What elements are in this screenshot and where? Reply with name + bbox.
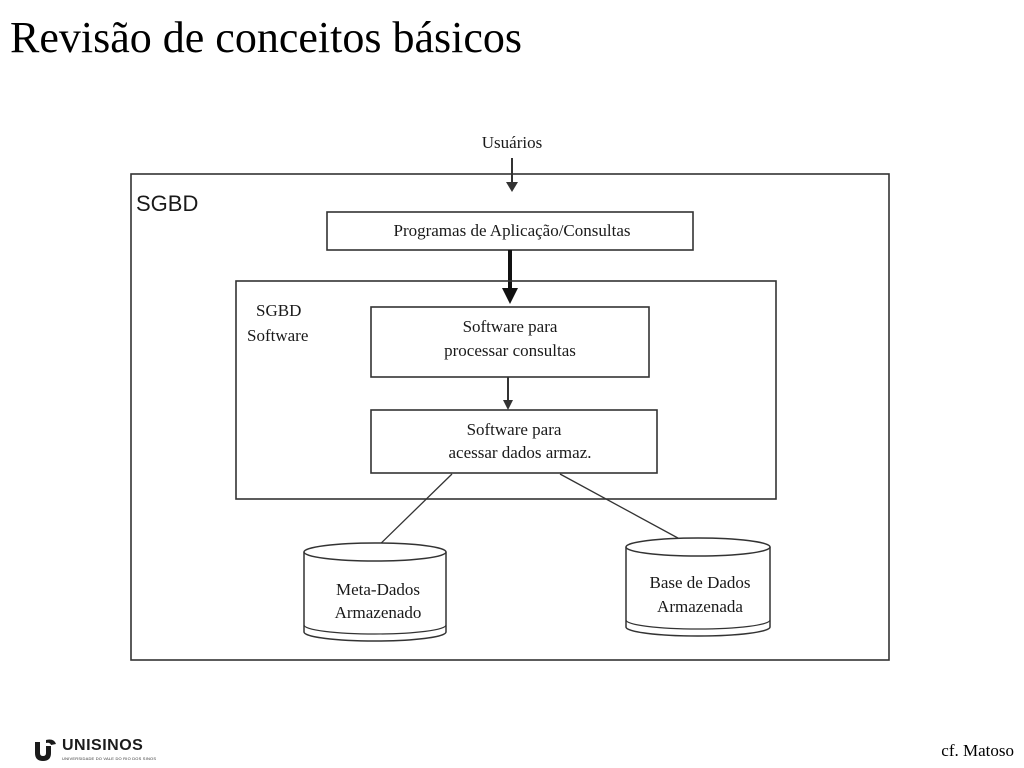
database-store-line1: Base de Dados <box>649 573 750 592</box>
query-processing-line2: processar consultas <box>444 341 576 360</box>
inner-arrow <box>503 377 513 410</box>
database-store-line2: Armazenada <box>657 597 743 616</box>
sgbd-outer-box <box>130 173 890 661</box>
storage-access-line2: acessar dados armaz. <box>448 443 591 462</box>
database-store-cylinder <box>625 537 771 637</box>
sgbd-software-label-line2: Software <box>247 326 308 345</box>
page-title: Revisão de conceitos básicos <box>10 13 522 62</box>
logo-subtitle: UNIVERSIDADE DO VALE DO RIO DOS SINOS <box>62 756 157 761</box>
metadata-store-line2: Armazenado <box>335 603 422 622</box>
metadata-store-line1: Meta-Dados <box>336 580 420 599</box>
storage-access-box <box>370 409 658 474</box>
credit-text: cf. Matoso <box>941 741 1014 760</box>
users-label: Usuários <box>482 133 542 152</box>
users-arrow <box>506 158 518 192</box>
arrow-to-metadata <box>365 473 453 555</box>
thick-arrow <box>502 250 518 304</box>
sgbd-software-box <box>235 280 777 500</box>
app-programs-box <box>326 211 694 251</box>
metadata-store-cylinder <box>303 542 447 642</box>
storage-access-line1: Software para <box>467 420 562 439</box>
query-processing-line1: Software para <box>463 317 558 336</box>
sgbd-outer-label: SGBD <box>136 191 198 216</box>
unisinos-logo: UNISINOS UNIVERSIDADE DO VALE DO RIO DOS… <box>32 736 156 764</box>
query-processing-box <box>370 306 650 378</box>
sgbd-software-label-line1: SGBD <box>256 301 301 320</box>
app-programs-label: Programas de Aplicação/Consultas <box>393 221 630 240</box>
logo-name: UNISINOS <box>62 737 144 754</box>
unisinos-emblem-icon <box>35 739 56 761</box>
